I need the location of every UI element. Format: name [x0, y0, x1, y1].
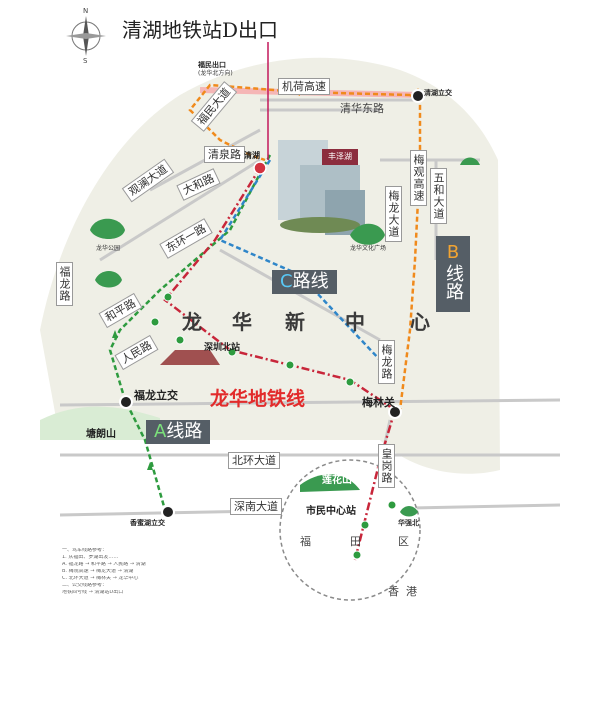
place-longhua-park: 龙华公园 — [96, 245, 121, 252]
place-qinghu-jct: 清湖立交 — [424, 89, 452, 97]
district-char-3: 中 — [345, 310, 367, 334]
hongkong-char-1: 港 — [406, 585, 417, 598]
compass-north-label: N — [83, 7, 89, 15]
legend-line-6: 地铁四号线 → 清湖站D出口 — [62, 590, 124, 595]
place-lianhua: 莲花山 — [322, 475, 352, 486]
road-shennan: 深南大道 — [230, 498, 282, 515]
building-complex — [278, 140, 365, 235]
place-huaqiang-north: 华强北 — [398, 519, 419, 527]
compass-icon — [66, 16, 106, 56]
district-char-2: 新 — [285, 310, 307, 334]
compass-south-label: S — [83, 57, 88, 65]
futian-char-0: 福 — [300, 535, 311, 548]
road-huangkang: 皇岗路 — [378, 444, 395, 488]
route-c-letter: C — [280, 271, 293, 292]
district-char-0: 龙 — [182, 310, 204, 334]
interchanges — [119, 89, 425, 519]
legend-line-4: C. 北环大道 → 梅林关 → 龙华中心 — [62, 576, 139, 581]
road-meilong-road: 梅龙路 — [378, 340, 395, 384]
metro-line — [163, 164, 396, 412]
route-a-text: 线路 — [166, 421, 203, 442]
road-jihe: 机荷高速 — [278, 78, 330, 95]
legend-line-2: A. 福龙路 → 和平路 → 人民路 → 清湖 — [62, 562, 146, 567]
road-qinghua-east: 清华东路 — [340, 102, 384, 115]
route-b-line-2 — [188, 83, 411, 162]
place-meilin: 梅林关 — [362, 396, 395, 409]
place-shenzhen-north: 深圳北站 — [204, 343, 241, 353]
route-a-letter: A — [154, 421, 167, 442]
lianhua-green — [300, 474, 360, 492]
place-fulong-jct: 福龙立交 — [134, 389, 178, 402]
place-fumin-exit: 福民出口 — [198, 61, 226, 69]
road-beihuan: 北环大道 — [228, 452, 280, 469]
shenzhen-north-station-icon — [160, 350, 220, 365]
place-tanglang: 塘朗山 — [86, 429, 116, 440]
route-a-line — [108, 154, 272, 511]
legend-block: 一、驾车线路参考： 1. 从福田、罗湖出发…… A. 福龙路 → 和平路 → 人… — [62, 548, 232, 597]
legend-line-5: 二、公交线路参考： — [62, 583, 108, 588]
route-c-line — [218, 159, 381, 361]
district-char-4: 心 — [410, 310, 432, 334]
place-fumin-exit-sub: (龙华北方向) — [198, 70, 233, 77]
hongkong-char-0: 香 — [388, 585, 399, 598]
route-a-panel: A线路 — [146, 420, 211, 444]
brand-badge: 丰泽湖 — [322, 149, 358, 165]
place-qinghu[interactable]: 清湖 — [244, 151, 260, 160]
legend-line-3: B. 梅观高速 → 梅龙大道 → 清湖 — [62, 569, 134, 574]
district-char-1: 华 — [232, 310, 254, 334]
route-b-letter: B — [446, 242, 460, 263]
legend-line-1: 1. 从福田、罗湖出发…… — [62, 555, 119, 560]
parks — [90, 157, 480, 517]
qinghu-marker[interactable] — [253, 161, 267, 175]
road-meilong: 梅龙大道 — [385, 186, 402, 242]
page-title: 清湖地铁站D出口 — [122, 18, 279, 42]
futian-char-1: 田 — [350, 535, 361, 548]
route-a-arrows — [112, 330, 153, 470]
green-hills — [40, 406, 160, 440]
route-c-panel: C路线 — [272, 270, 337, 294]
route-b-panel: B 线路 — [436, 236, 470, 312]
metro-line-label: 龙华地铁线 — [210, 388, 306, 410]
road-fulong: 福龙路 — [56, 262, 73, 306]
place-culture-square: 龙华文化广场 — [350, 245, 387, 252]
road-qingyuan: 清泉路 — [204, 146, 245, 163]
road-wuhe: 五和大道 — [430, 168, 447, 224]
road-meiguan: 梅观高速 — [410, 150, 427, 206]
place-civic-center: 市民中心站 — [306, 506, 356, 517]
route-b-text: 线路 — [443, 264, 464, 300]
route-c-text: 路线 — [292, 271, 329, 292]
legend-line-0: 一、驾车线路参考： — [62, 548, 108, 553]
futian-char-2: 区 — [398, 535, 409, 548]
futian-circle — [279, 459, 421, 601]
place-xiangmi-jct: 香蜜湖立交 — [130, 519, 165, 527]
